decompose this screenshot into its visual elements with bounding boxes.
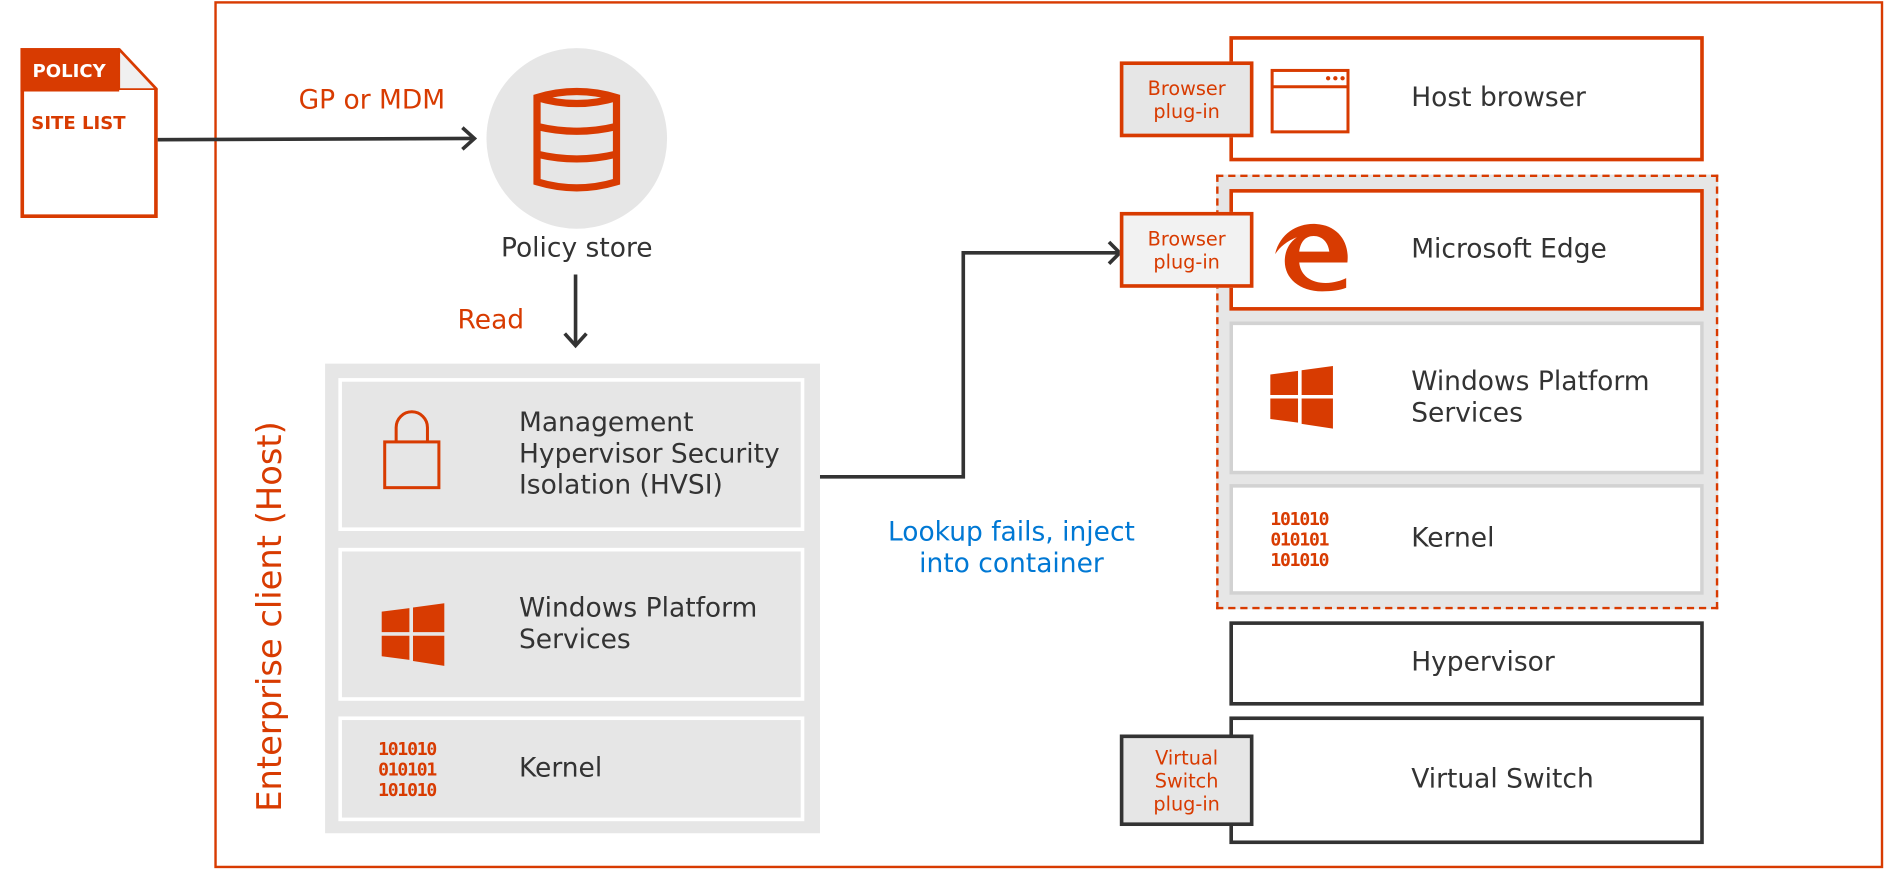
policy-doc-subtitle: SITE LIST	[31, 111, 126, 134]
host-browser-plugin: Browser plug-in	[1119, 61, 1254, 138]
hypervisor-layer: Hypervisor	[1229, 621, 1704, 706]
edge-logo-icon	[1275, 223, 1348, 292]
host-windows-platform-label: Windows Platform Services	[518, 593, 758, 656]
container-windows-platform-label: Windows Platform Services	[1411, 366, 1650, 429]
arrow-hvsi-to-edge	[805, 251, 1120, 479]
edge-layer: Microsoft Edge	[1229, 189, 1704, 311]
policy-doc-title: POLICY	[32, 60, 106, 82]
arrowhead-policy-to-store	[461, 126, 478, 151]
arrowhead-store-to-hvsi	[563, 332, 588, 349]
container-kernel-label: Kernel	[1411, 523, 1495, 554]
policy-store-label: Policy store	[500, 233, 653, 264]
container-windows-platform-layer: Windows Platform Services	[1229, 321, 1704, 475]
edge-plugin: Browser plug-in	[1119, 211, 1254, 288]
container-kernel-layer: 101010 010101 101010 Kernel	[1229, 484, 1704, 595]
host-windows-platform-layer: Windows Platform Services	[338, 547, 805, 701]
hvsi-layer: Management Hypervisor Security Isolation…	[338, 378, 805, 532]
lock-icon	[383, 410, 441, 490]
read-label: Read	[457, 305, 525, 336]
policy-store	[486, 48, 668, 229]
windows-logo-icon	[381, 603, 445, 666]
arrow-policy-to-store	[157, 136, 474, 142]
binary-code-icon: 101010 010101 101010	[1270, 508, 1329, 571]
virtual-switch-label: Virtual Switch	[1411, 764, 1594, 795]
gp-or-mdm-label: GP or MDM	[298, 85, 446, 116]
host-kernel-layer: 101010 010101 101010 Kernel	[338, 716, 805, 822]
binary-code-icon: 101010 010101 101010	[378, 738, 437, 801]
host-kernel-label: Kernel	[518, 753, 603, 784]
browser-window-icon	[1270, 68, 1350, 134]
host-frame	[214, 1, 1884, 869]
host-browser-label: Host browser	[1411, 83, 1586, 114]
hvsi-label: Management Hypervisor Security Isolation…	[518, 408, 780, 501]
enterprise-client-label: Enterprise client (Host)	[249, 421, 290, 812]
windows-logo-icon	[1270, 366, 1333, 429]
hypervisor-label: Hypervisor	[1411, 647, 1555, 678]
host-stack: Management Hypervisor Security Isolation…	[325, 363, 820, 834]
edge-label: Microsoft Edge	[1411, 234, 1607, 265]
virtual-switch-plugin: Virtual Switch plug-in	[1119, 734, 1254, 827]
policy-document-icon	[20, 47, 159, 218]
virtual-switch-layer: Virtual Switch	[1229, 716, 1704, 845]
lookup-fails-label: Lookup fails, inject into container	[887, 517, 1135, 580]
database-icon	[533, 87, 621, 192]
host-browser-layer: Host browser	[1229, 36, 1704, 162]
